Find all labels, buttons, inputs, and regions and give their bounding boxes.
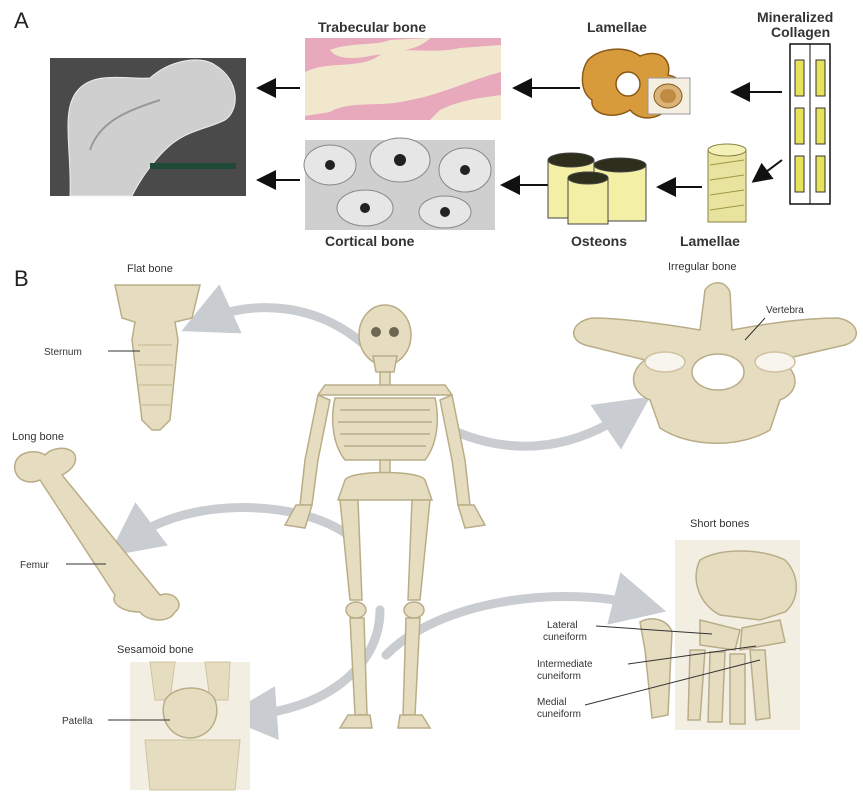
short-bones-title: Short bones — [690, 518, 750, 530]
knee-patella-image — [130, 662, 250, 790]
lateral-cuneiform-label-line1: Lateral — [547, 620, 578, 631]
femur-label: Femur — [20, 560, 50, 571]
panel-a-label: A — [14, 8, 29, 33]
collagen-title-line1: Mineralized — [757, 9, 833, 25]
intermediate-cuneiform-label-line1: Intermediate — [537, 659, 593, 670]
patella-label: Patella — [62, 716, 93, 727]
arrow-to-long-bone — [130, 508, 348, 541]
mineralized-collagen-image — [790, 44, 830, 204]
medial-cuneiform-label-line1: Medial — [537, 697, 566, 708]
lamellae-bottom-title: Lamellae — [680, 233, 740, 249]
arrow-to-short-bones — [386, 597, 640, 655]
cortical-title: Cortical bone — [325, 233, 415, 249]
sternum-image — [115, 285, 200, 430]
lamellae-bottom-image — [708, 144, 746, 222]
vertebra-label: Vertebra — [766, 305, 804, 316]
osteons-title: Osteons — [571, 233, 627, 249]
femur-section-image — [50, 58, 246, 196]
osteons-image — [548, 153, 646, 224]
irregular-bone-title: Irregular bone — [668, 261, 737, 273]
arrow-collagen-to-lamellae-bottom — [758, 160, 782, 178]
panel-b-label: B — [14, 266, 29, 291]
intermediate-cuneiform-label-line2: cuneiform — [537, 671, 581, 682]
trabecular-title: Trabecular bone — [318, 19, 426, 35]
foot-bones-image — [640, 540, 800, 730]
femur-image — [15, 448, 179, 620]
medial-cuneiform-label-line2: cuneiform — [537, 709, 581, 720]
long-bone-title: Long bone — [12, 431, 64, 443]
lamellae-top-title: Lamellae — [587, 19, 647, 35]
cortical-sem-image — [304, 138, 495, 230]
sternum-label: Sternum — [44, 347, 82, 358]
trabecular-histology-image — [305, 38, 501, 120]
flat-bone-title: Flat bone — [127, 263, 173, 275]
arrow-to-flat-bone — [206, 308, 372, 352]
collagen-title-line2: Collagen — [771, 24, 830, 40]
sesamoid-bone-title: Sesamoid bone — [117, 644, 193, 656]
lamellae-top-image — [582, 49, 690, 118]
arrow-to-irregular-bone — [452, 412, 628, 446]
lateral-cuneiform-label-line2: cuneiform — [543, 632, 587, 643]
